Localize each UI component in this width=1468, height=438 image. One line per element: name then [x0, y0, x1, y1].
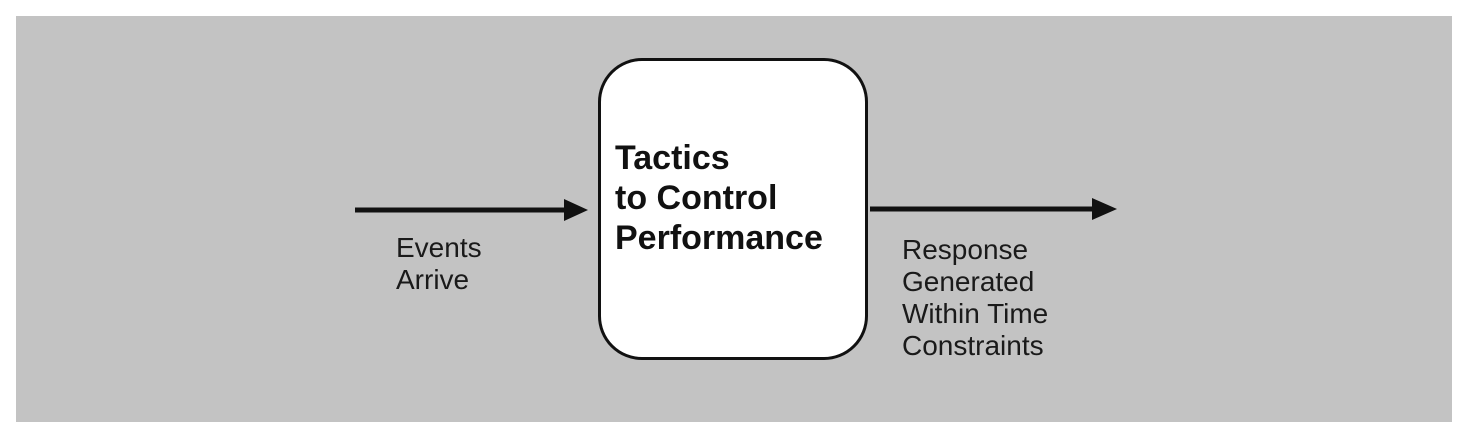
input-label-line: Events [396, 232, 482, 263]
output-label-line: Within Time [902, 298, 1049, 329]
input-label: Events Arrive [396, 232, 482, 296]
output-label: Response Generated Within Time Constrain… [902, 234, 1048, 362]
output-arrowhead [1092, 198, 1117, 220]
process-title-line: Tactics [615, 139, 730, 177]
output-label-line: Generated [902, 266, 1035, 297]
output-label-line: Constraints [902, 330, 1044, 361]
input-arrowhead [564, 199, 588, 221]
process-box [598, 58, 868, 360]
output-label-line: Response [902, 234, 1029, 265]
process-title-line: Performance [615, 219, 823, 257]
input-label-line: Arrive [396, 264, 470, 295]
process-box-title: Tactics to Control Performance [615, 138, 823, 258]
process-title-line: to Control [615, 179, 778, 217]
